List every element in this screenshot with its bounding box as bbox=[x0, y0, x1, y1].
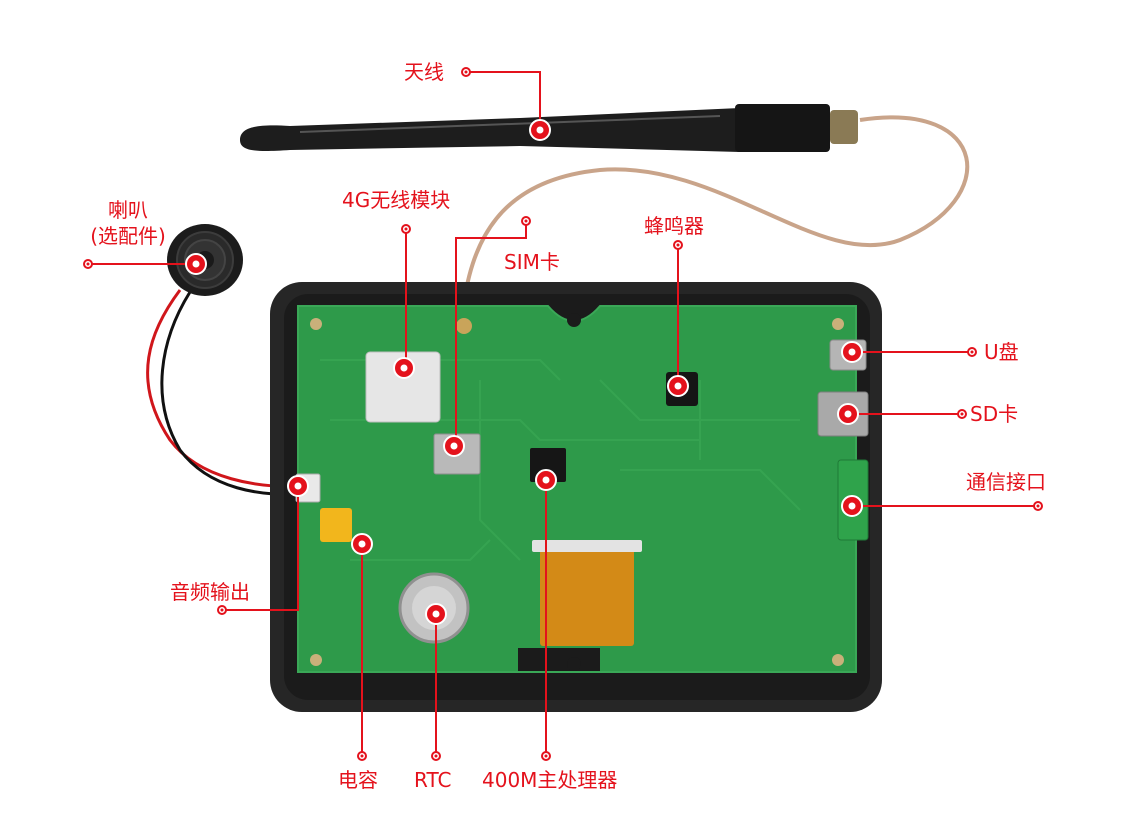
marker-buzzer-small bbox=[673, 240, 683, 250]
marker-capacitor bbox=[351, 533, 373, 555]
marker-speaker-small bbox=[83, 259, 93, 269]
label-sim: SIM卡 bbox=[504, 250, 560, 274]
callout-markers bbox=[83, 67, 1043, 761]
label-audio-out: 音频输出 bbox=[170, 580, 250, 604]
marker-capacitor-small bbox=[357, 751, 367, 761]
marker-sim bbox=[443, 435, 465, 457]
marker-sd bbox=[837, 403, 859, 425]
speaker-wire-black bbox=[160, 291, 301, 496]
marker-rtc bbox=[425, 603, 447, 625]
label-buzzer: 蜂鸣器 bbox=[644, 214, 704, 238]
marker-usb bbox=[841, 341, 863, 363]
marker-rtc-small bbox=[431, 751, 441, 761]
marker-sim-small bbox=[521, 216, 531, 226]
line-audio bbox=[224, 486, 299, 611]
antenna-connector bbox=[456, 318, 472, 334]
label-speaker-2: (选配件) bbox=[90, 224, 166, 248]
label-usb: U盘 bbox=[984, 340, 1019, 364]
line-sim bbox=[455, 222, 527, 446]
marker-usb-small bbox=[967, 347, 977, 357]
label-speaker-1: 喇叭 bbox=[108, 198, 148, 222]
marker-4g-small bbox=[401, 224, 411, 234]
marker-antenna bbox=[529, 119, 551, 141]
label-comm: 通信接口 bbox=[966, 470, 1046, 494]
antenna bbox=[240, 104, 858, 152]
marker-speaker bbox=[185, 253, 207, 275]
marker-4g bbox=[393, 357, 415, 379]
label-sd: SD卡 bbox=[970, 402, 1019, 426]
marker-audio bbox=[287, 475, 309, 497]
antenna-cable bbox=[460, 115, 970, 319]
label-rtc: RTC bbox=[414, 768, 452, 792]
label-antenna: 天线 bbox=[404, 60, 444, 84]
line-antenna bbox=[468, 71, 541, 128]
marker-cpu bbox=[535, 469, 557, 491]
module-4g-chip bbox=[365, 351, 441, 423]
label-cpu: 400M主处理器 bbox=[482, 768, 618, 792]
marker-buzzer bbox=[667, 375, 689, 397]
label-capacitor: 电容 bbox=[338, 768, 378, 792]
marker-sd-small bbox=[957, 409, 967, 419]
marker-comm-small bbox=[1033, 501, 1043, 511]
marker-cpu-small bbox=[541, 751, 551, 761]
capacitor-part bbox=[320, 508, 352, 542]
label-4g-module: 4G无线模块 bbox=[342, 188, 451, 212]
marker-antenna-small bbox=[461, 67, 471, 77]
fpc-cable bbox=[540, 546, 634, 646]
marker-audio-small bbox=[217, 605, 227, 615]
callout-lines bbox=[90, 71, 1036, 754]
speaker-wire-red bbox=[146, 289, 301, 488]
marker-comm bbox=[841, 495, 863, 517]
